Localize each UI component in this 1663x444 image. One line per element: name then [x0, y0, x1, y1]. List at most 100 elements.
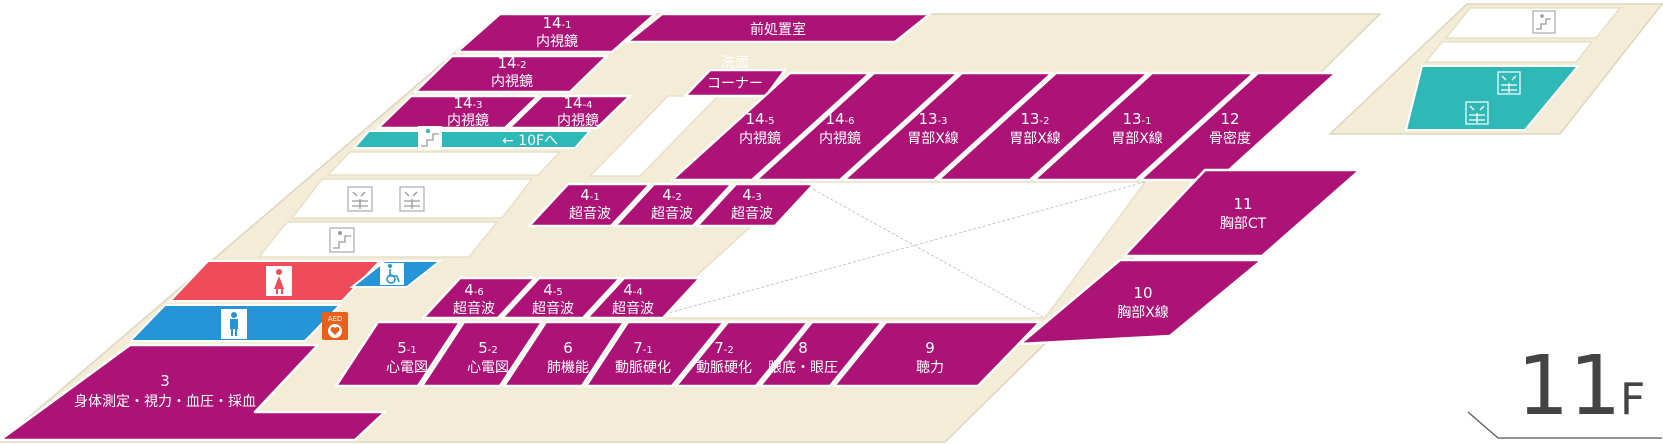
svg-text:身体測定・視力・血圧・採血: 身体測定・視力・血圧・採血 — [74, 394, 256, 410]
svg-text:内視鏡: 内視鏡 — [739, 131, 781, 147]
annex-corridor — [1424, 41, 1594, 63]
floor-indicator: 11 F — [1467, 339, 1662, 439]
annex-elevator-hall — [1404, 65, 1581, 131]
svg-text:7-1: 7-1 — [633, 339, 653, 357]
room-4-6[interactable] — [421, 276, 537, 320]
room-13-1[interactable] — [1032, 71, 1256, 182]
room-14-6[interactable] — [754, 71, 960, 182]
svg-text:8: 8 — [798, 339, 808, 357]
svg-text:胃部X線: 胃部X線 — [1009, 131, 1061, 147]
svg-text:7-2: 7-2 — [714, 339, 734, 357]
label-11: 11 胸部CT — [1220, 195, 1267, 232]
room-4-1[interactable] — [527, 182, 652, 228]
label-4-1: 4-1 超音波 — [569, 186, 611, 222]
aed-heart-icon: AED — [322, 312, 348, 340]
room-14-3[interactable] — [376, 94, 540, 130]
label-7-1: 7-1 動脈硬化 — [615, 339, 671, 376]
svg-text:超音波: 超音波 — [612, 300, 654, 317]
label-14-3: 14-3 内視鏡 — [447, 94, 489, 129]
label-4-2: 4-2 超音波 — [651, 186, 693, 222]
label-10: 10 胸部X線 — [1117, 284, 1169, 321]
svg-text:骨密度: 骨密度 — [1209, 130, 1251, 147]
label-5-1: 5-1 心電図 — [386, 339, 428, 376]
svg-text:4-1: 4-1 — [580, 186, 600, 204]
svg-text:14-1: 14-1 — [542, 14, 571, 32]
room-4-3[interactable] — [695, 182, 816, 228]
room-7-2[interactable] — [674, 320, 810, 388]
label-9: 9 聴力 — [916, 339, 944, 376]
room-13-2[interactable] — [936, 71, 1150, 182]
label-14-2: 14-2 内視鏡 — [491, 54, 533, 90]
svg-text:超音波: 超音波 — [569, 205, 611, 222]
svg-text:内視鏡: 内視鏡 — [536, 34, 578, 50]
svg-text:11: 11 — [1233, 195, 1252, 213]
room-14-1[interactable] — [455, 12, 657, 54]
room-14-2[interactable] — [413, 54, 609, 94]
svg-text:超音波: 超音波 — [453, 300, 495, 317]
label-14-6: 14-6 内視鏡 — [819, 110, 861, 147]
label-14-5: 14-5 内視鏡 — [739, 110, 781, 147]
svg-text:動脈硬化: 動脈硬化 — [615, 360, 671, 376]
label-4-6: 4-6 超音波 — [453, 281, 495, 317]
room-3[interactable] — [0, 343, 387, 442]
room-4-2[interactable] — [613, 182, 734, 228]
svg-text:内視鏡: 内視鏡 — [491, 74, 533, 90]
stairs-direction-sign: ← 10Fへ — [502, 133, 558, 149]
room-11[interactable] — [1122, 168, 1362, 258]
svg-text:14-5: 14-5 — [745, 110, 774, 128]
svg-text:超音波: 超音波 — [532, 300, 574, 317]
svg-text:胸部X線: 胸部X線 — [1117, 305, 1169, 321]
svg-text:内視鏡: 内視鏡 — [557, 113, 599, 129]
room-4-4[interactable] — [585, 276, 702, 320]
svg-text:10: 10 — [1133, 284, 1152, 302]
room-5-1[interactable] — [334, 320, 462, 388]
label-14-1: 14-1 内視鏡 — [536, 14, 578, 50]
label-13-1: 13-1 胃部X線 — [1111, 110, 1163, 147]
room-13-3[interactable] — [842, 71, 1054, 182]
room-9[interactable] — [832, 320, 1042, 388]
room-6[interactable] — [502, 320, 626, 388]
svg-text:超音波: 超音波 — [651, 205, 693, 222]
floor-unit: F — [1620, 374, 1645, 425]
label-4-5: 4-5 超音波 — [532, 281, 574, 317]
stairs-icon — [418, 126, 442, 150]
svg-text:内視鏡: 内視鏡 — [819, 131, 861, 147]
svg-text:13-1: 13-1 — [1122, 110, 1151, 128]
svg-text:肺機能: 肺機能 — [547, 360, 589, 376]
svg-text:6: 6 — [563, 339, 573, 357]
floor-number: 11 — [1517, 339, 1621, 434]
room-4-5[interactable] — [500, 276, 622, 320]
svg-text:5-2: 5-2 — [478, 339, 498, 357]
svg-text:4-4: 4-4 — [623, 281, 643, 299]
room-10[interactable] — [1018, 258, 1264, 346]
svg-text:胃部X線: 胃部X線 — [907, 131, 959, 147]
stairs-icon — [329, 227, 355, 253]
room-14-5[interactable] — [670, 71, 872, 182]
label-5-2: 5-2 心電図 — [467, 339, 509, 376]
label-13-2: 13-2 胃部X線 — [1009, 110, 1061, 147]
svg-text:聴力: 聴力 — [916, 360, 944, 376]
svg-text:胸部CT: 胸部CT — [1220, 216, 1267, 232]
label-13-3: 13-3 胃部X線 — [907, 110, 959, 147]
room-prep[interactable] — [625, 12, 932, 44]
aed-label: AED — [328, 315, 343, 323]
svg-text:動脈硬化: 動脈硬化 — [696, 360, 752, 376]
label-12: 12 骨密度 — [1209, 110, 1251, 147]
wheelchair-icon — [380, 263, 404, 285]
svg-text:コーナー: コーナー — [707, 76, 763, 92]
label-7-2: 7-2 動脈硬化 — [696, 339, 752, 376]
svg-text:13-3: 13-3 — [918, 110, 947, 128]
svg-text:13-2: 13-2 — [1020, 110, 1049, 128]
svg-text:4-2: 4-2 — [662, 186, 682, 204]
room-14-4[interactable] — [507, 94, 632, 130]
women-restroom-icon — [266, 266, 292, 296]
svg-text:心電図: 心電図 — [386, 360, 428, 376]
svg-text:心電図: 心電図 — [467, 360, 509, 376]
stairs-icon — [1532, 10, 1556, 34]
room-8[interactable] — [758, 320, 884, 388]
room-7-1[interactable] — [584, 320, 726, 388]
svg-text:超音波: 超音波 — [731, 205, 773, 222]
label-6: 6 肺機能 — [547, 339, 589, 376]
room-5-2[interactable] — [420, 320, 544, 388]
